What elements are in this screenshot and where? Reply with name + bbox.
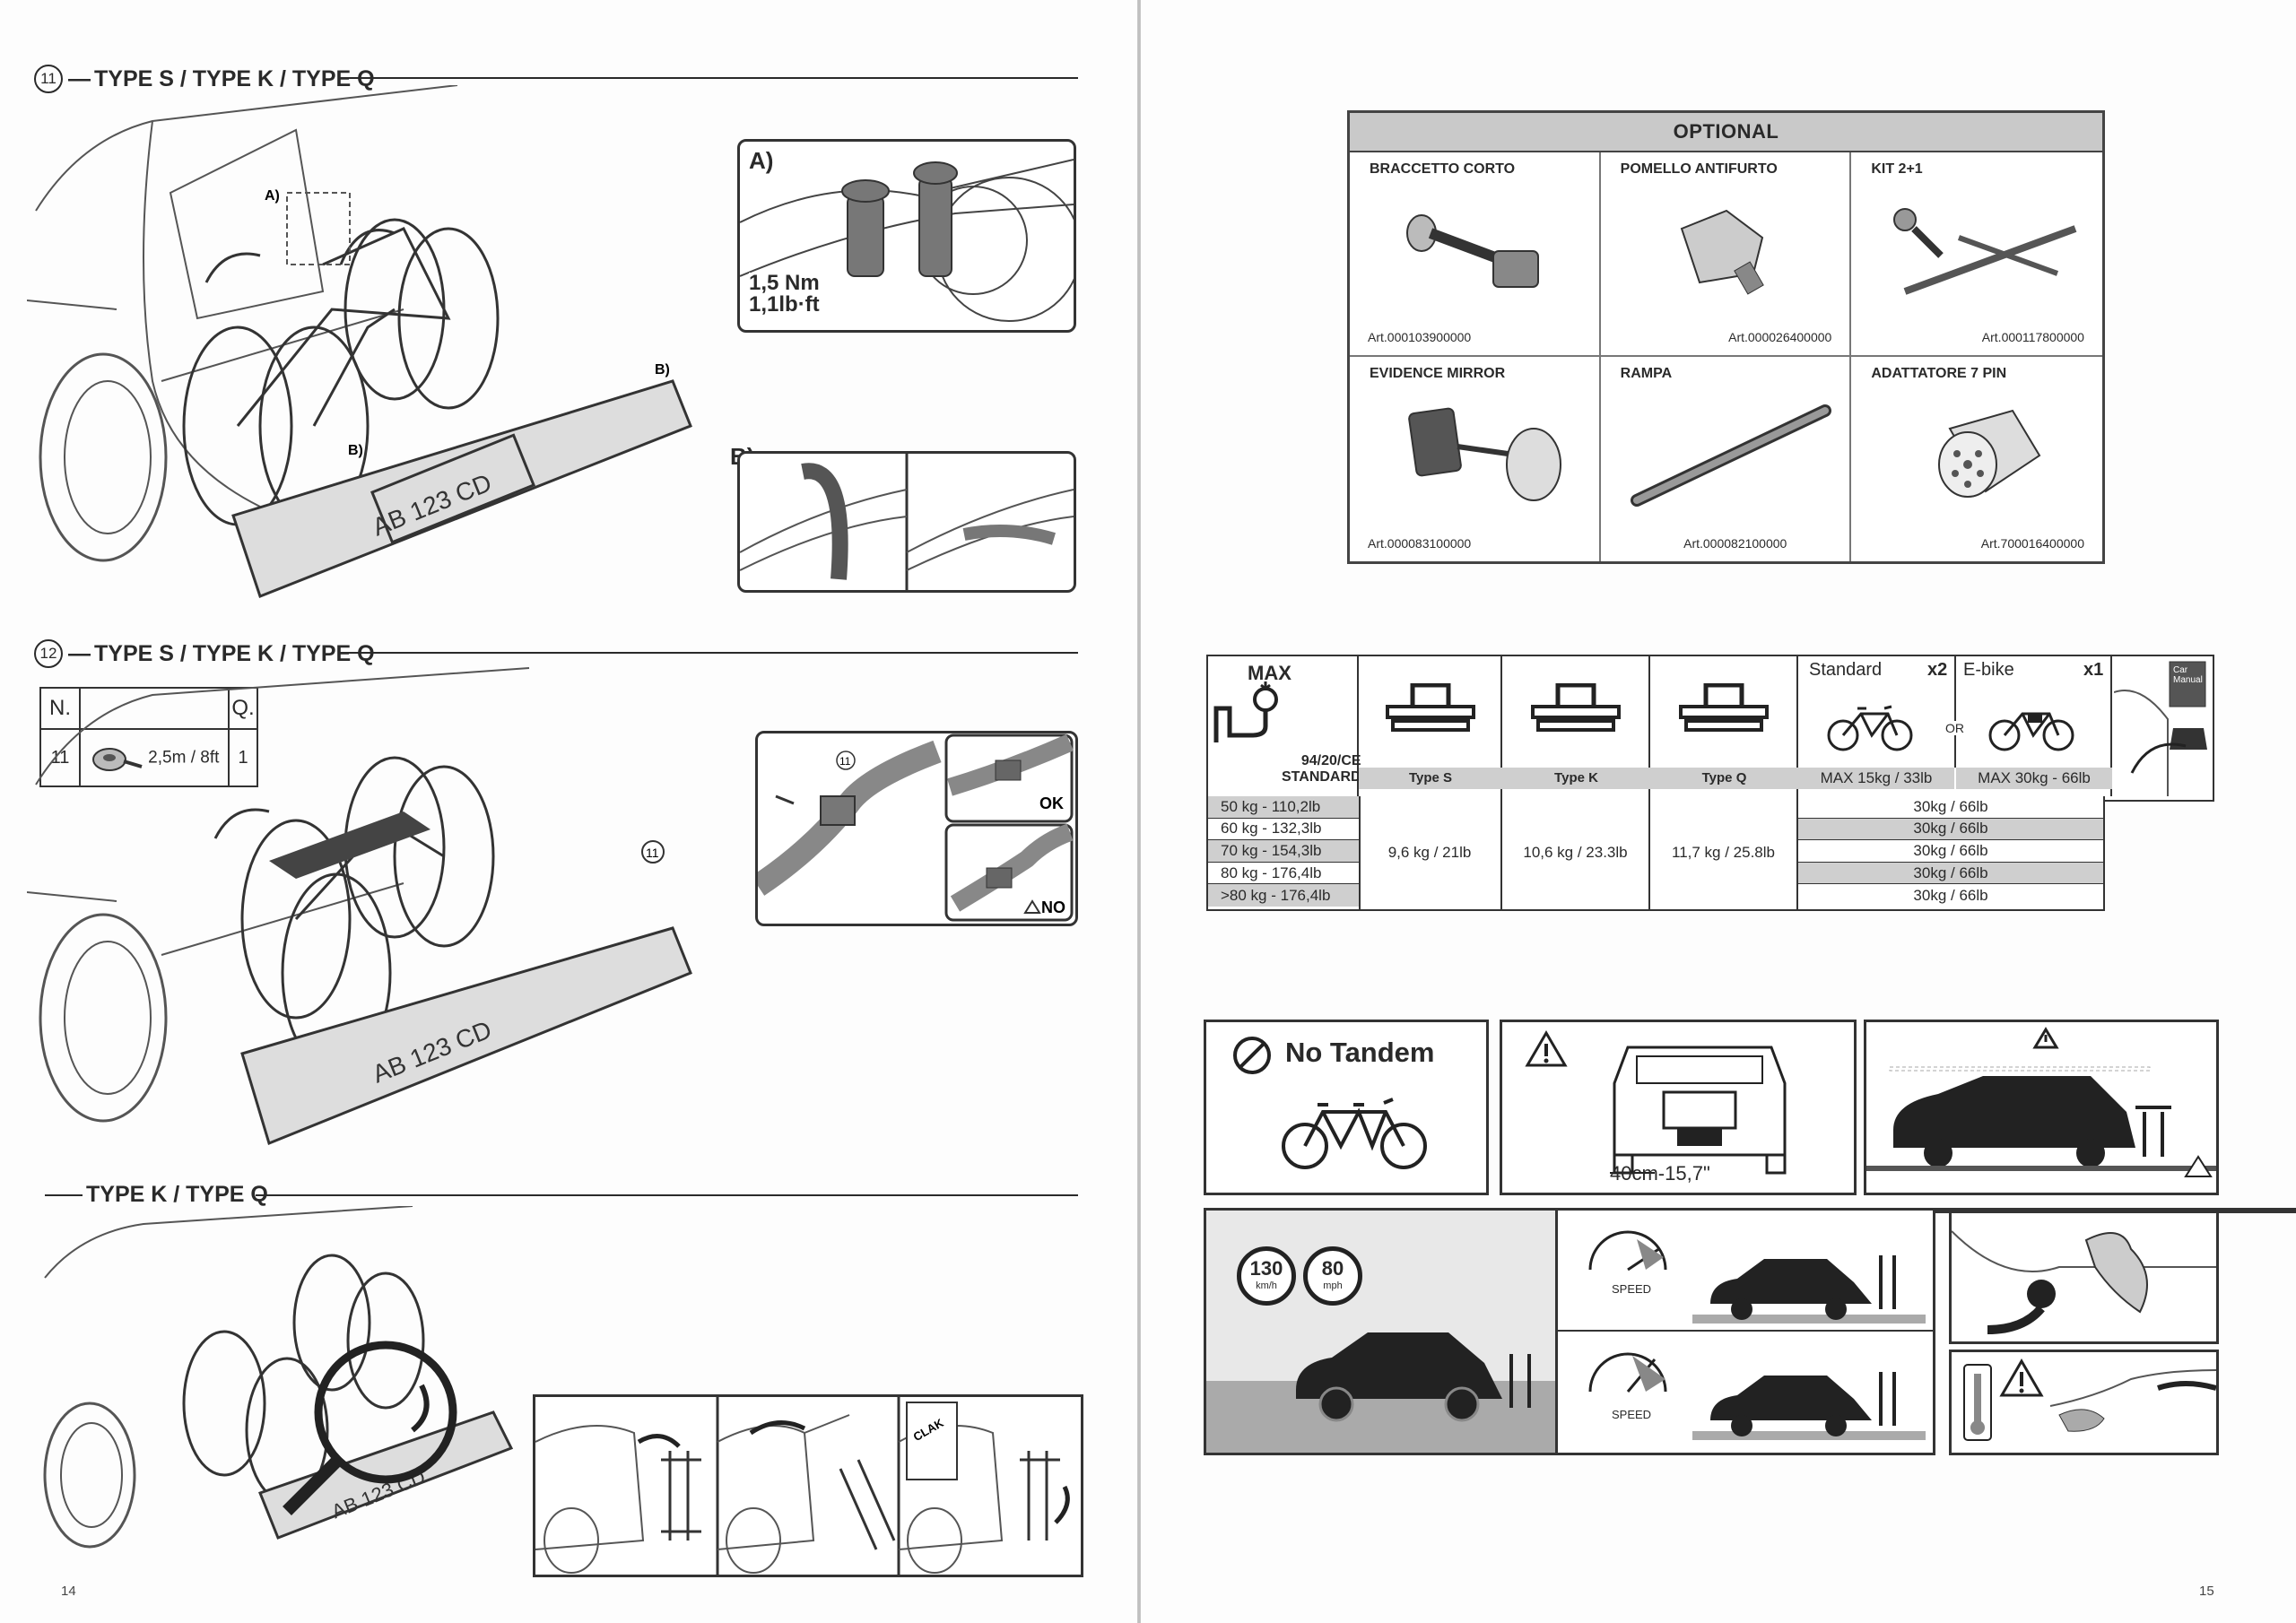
speedometer-icon bbox=[1588, 1352, 1667, 1393]
optional-item: ADATTATORE 7 PIN Art.700016400000 bbox=[1871, 366, 2084, 551]
optional-item: RAMPA Art.000082100000 bbox=[1601, 357, 1852, 561]
detail-a-box: A) 1,5 Nm 1,1lb·ft bbox=[737, 139, 1076, 333]
car-wind-top bbox=[1692, 1255, 1926, 1324]
car-rear-icon bbox=[1610, 1046, 1787, 1175]
warning-icon bbox=[1525, 1030, 1568, 1067]
speed-limit-mph-sign: 80 mph bbox=[1303, 1246, 1362, 1306]
warning-icon bbox=[1023, 899, 1041, 914]
left-page: 11 — TYPE S / TYPE K / TYPE Q bbox=[0, 0, 1137, 1623]
clearance-warning: 40cm-15,7" bbox=[1500, 1020, 1857, 1195]
section-rule bbox=[341, 652, 1078, 654]
type-k-column: Type K bbox=[1502, 656, 1650, 796]
temperature-warning-panel bbox=[1949, 1350, 2219, 1455]
callout-b-2: B) bbox=[348, 443, 363, 458]
callout-b-1: B) bbox=[655, 362, 670, 378]
strap-detail-box: 11 OK NO bbox=[755, 731, 1078, 926]
temperature-warning-icon bbox=[1963, 1358, 2216, 1441]
adapter-7pin-icon bbox=[1938, 409, 2041, 498]
strap-detail-illustration bbox=[740, 454, 1074, 590]
book-spine bbox=[1135, 0, 1143, 1623]
section-rule bbox=[45, 1194, 83, 1196]
optional-item: POMELLO ANTIFURTO Art.000026400000 bbox=[1600, 152, 1852, 357]
bike-limits-header: Standard x2 E-bike x1 OR MAX 15kg / 33lb… bbox=[1798, 656, 2112, 796]
speed-limit-panel: 130 km/h 80 mph bbox=[1204, 1208, 1561, 1455]
prohibited-icon bbox=[1233, 1037, 1271, 1074]
carrier-icon bbox=[1679, 683, 1769, 732]
section-rule bbox=[341, 77, 1078, 79]
page-number: 14 bbox=[61, 1584, 76, 1599]
short-arm-icon bbox=[1406, 214, 1539, 288]
towball-cleaning-panel bbox=[1949, 1211, 2219, 1344]
page-number: 15 bbox=[2199, 1584, 2214, 1599]
ok-label: OK bbox=[1039, 794, 1064, 812]
no-label: NO bbox=[1041, 898, 1065, 916]
no-tandem-warning: No Tandem bbox=[1204, 1020, 1489, 1195]
car-silhouette-bikes bbox=[1866, 1027, 2216, 1177]
callout-a: A) bbox=[265, 188, 280, 204]
type-s-column: Type S bbox=[1359, 656, 1502, 796]
car-driving-icon bbox=[1296, 1332, 1531, 1422]
mirror-icon bbox=[1408, 407, 1561, 501]
tilt-sequence-box: CLAK bbox=[533, 1394, 1083, 1577]
optional-accessories-table: OPTIONAL BRACCETTO CORTO Art.00010390000… bbox=[1347, 110, 2105, 564]
vehicle-height-warning bbox=[1864, 1020, 2219, 1195]
section-12-title: 12 — TYPE S / TYPE K / TYPE Q bbox=[34, 639, 375, 668]
speedometer-icon bbox=[1588, 1230, 1667, 1271]
tandem-bike-icon bbox=[1282, 1098, 1427, 1169]
optional-item: EVIDENCE MIRROR Art.000083100000 bbox=[1350, 357, 1601, 561]
optional-header: OPTIONAL bbox=[1350, 113, 2102, 152]
type-q-column: Type Q bbox=[1650, 656, 1798, 796]
strap-reel-icon bbox=[91, 748, 143, 771]
car-wind-bottom bbox=[1692, 1372, 1926, 1440]
optional-item: KIT 2+1 Art.000117800000 bbox=[1851, 152, 2102, 357]
bike-carrier-strap-illustration: AB 123 CD 11 bbox=[27, 667, 692, 1146]
clamp-detail-illustration bbox=[740, 159, 1074, 322]
bicycle-icon bbox=[1827, 705, 1913, 751]
bike-carrier-car-illustration: AB 123 CD A) B) B) bbox=[27, 85, 692, 598]
tow-capacity-icon bbox=[2114, 661, 2207, 796]
section-rule bbox=[256, 1194, 1078, 1196]
load-table-body: 50 kg - 110,2lb 60 kg - 132,3lb 70 kg - … bbox=[1206, 796, 2105, 911]
detail-callout: 11 bbox=[839, 755, 851, 768]
section-kq-title: TYPE K / TYPE Q bbox=[86, 1182, 268, 1207]
strap-buckle-illustration: 11 OK NO bbox=[758, 733, 1074, 922]
section-11-title: 11 — TYPE S / TYPE K / TYPE Q bbox=[34, 65, 375, 93]
car-manual-label: Car Manual bbox=[2173, 665, 2203, 685]
detail-b-box bbox=[737, 451, 1076, 593]
optional-item: BRACCETTO CORTO Art.000103900000 bbox=[1350, 152, 1601, 357]
detail-a-label: A) bbox=[749, 147, 774, 174]
carrier-icon bbox=[1386, 683, 1475, 732]
carrier-icon bbox=[1531, 683, 1621, 732]
tilt-sequence-illustration: CLAK bbox=[535, 1397, 1070, 1575]
step-number: 11 bbox=[34, 65, 63, 93]
kit-extension-icon bbox=[1893, 208, 2077, 295]
tilt-carrier-illustration: AB 123 CD bbox=[43, 1206, 514, 1549]
torque-value: 1,5 Nm 1,1lb·ft bbox=[749, 271, 820, 317]
anti-theft-knob-icon bbox=[1680, 209, 1764, 295]
towball-cleaning-icon bbox=[1952, 1230, 2216, 1334]
strap-callout: 11 bbox=[646, 846, 659, 860]
speed-limit-kmh-sign: 130 km/h bbox=[1237, 1246, 1296, 1306]
max-block: MAX 94/20/CE STANDARD bbox=[1208, 656, 1361, 796]
clearance-value: 40cm-15,7" bbox=[1610, 1162, 1710, 1185]
towbar-icon bbox=[1213, 681, 1278, 742]
ramp-icon bbox=[1630, 404, 1831, 507]
parts-table: N. Q. 11 2,5m / 8ft 1 bbox=[39, 687, 258, 787]
load-capacity-table: MAX 94/20/CE STANDARD Type S Type K bbox=[1206, 655, 2214, 802]
strap-part: 2,5m / 8ft bbox=[79, 728, 230, 787]
speed-wind-panel: SPEED SPEED bbox=[1555, 1208, 1935, 1455]
ebike-icon bbox=[1988, 712, 2074, 751]
